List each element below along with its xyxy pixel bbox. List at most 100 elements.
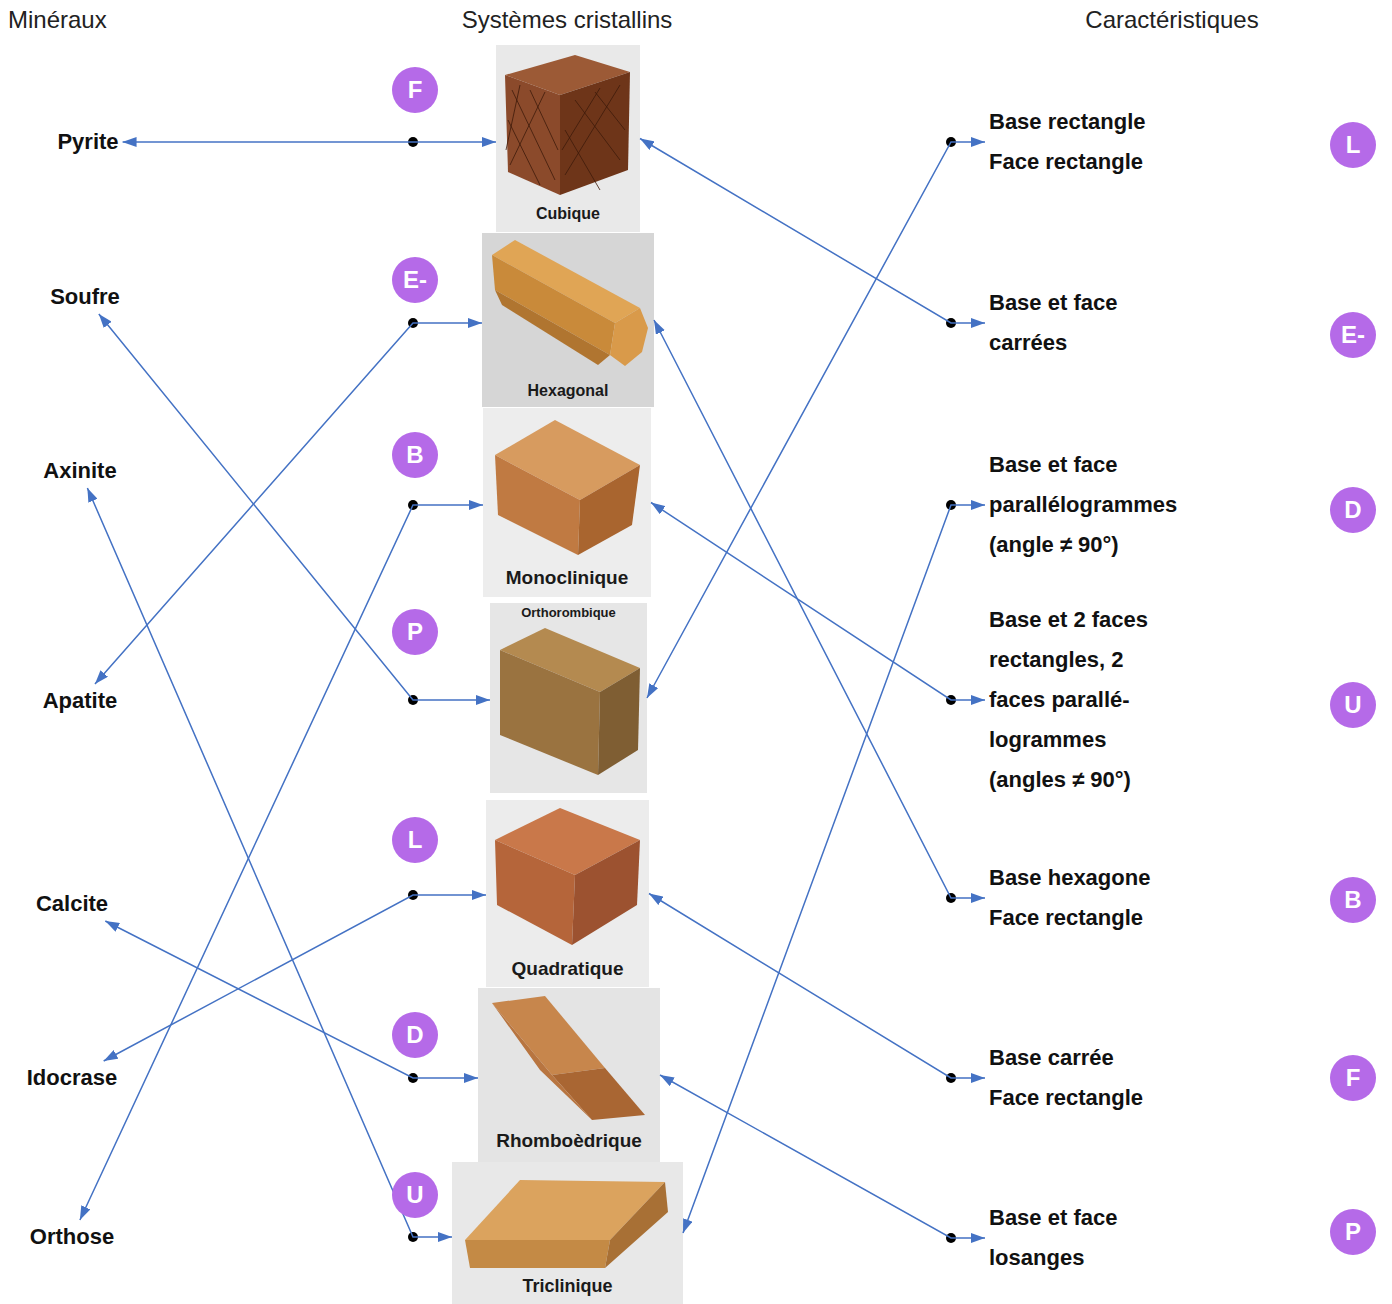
- mineral-name: Apatite: [39, 684, 122, 718]
- block-face: [492, 996, 605, 1075]
- mineral-label: Pyrite: [57, 129, 118, 155]
- mineral-name: Axinite: [39, 454, 120, 488]
- system-caption: Quadratique: [512, 958, 624, 980]
- link-arrow: [654, 320, 985, 898]
- link-arrow: [123, 141, 496, 143]
- mineral-label: Axinite: [43, 458, 116, 484]
- mineral-label: Apatite: [43, 688, 118, 714]
- characteristic-text: Base et face carrées: [985, 279, 1158, 367]
- link-arrow: [105, 921, 478, 1078]
- system-caption: Triclinique: [522, 1276, 612, 1297]
- link-arrow: [683, 505, 985, 1233]
- link-arrow: [649, 894, 985, 1079]
- characteristic-text: Base carrée Face rectangle: [985, 1034, 1163, 1122]
- mineral-name: Idocrase: [23, 1061, 122, 1095]
- block-face: [578, 465, 640, 555]
- block-face: [495, 290, 610, 365]
- mineral-label: Idocrase: [27, 1065, 118, 1091]
- link-arrow: [660, 1075, 985, 1238]
- link-arrow: [647, 142, 985, 698]
- characteristic-text: Base et face parallélogrammes (angle ≠ 9…: [985, 441, 1193, 569]
- badge-letter: D: [406, 1023, 423, 1047]
- badge-letter: L: [408, 828, 423, 852]
- system-caption: Rhomboèdrique: [496, 1130, 642, 1152]
- link-arrow: [640, 139, 985, 324]
- badge-letter: P: [1345, 1220, 1361, 1244]
- letter-badge: U: [392, 1172, 438, 1218]
- photo-ground: [490, 603, 647, 793]
- badge-letter: L: [1346, 133, 1361, 157]
- crystal-system-photo: Rhomboèdrique: [478, 988, 660, 1162]
- badge-letter: B: [1344, 888, 1361, 912]
- photo-ground: [478, 988, 660, 1162]
- letter-badge: D: [1330, 487, 1376, 533]
- block-face: [495, 455, 580, 555]
- system-caption: Orthorombique: [521, 606, 616, 621]
- badge-letter: B: [406, 443, 423, 467]
- badge-letter: F: [408, 78, 423, 102]
- link-arrow: [651, 503, 985, 701]
- photo-ground: [496, 45, 640, 232]
- link-arrow: [80, 505, 483, 1220]
- letter-badge: U: [1330, 682, 1376, 728]
- link-arrow: [87, 488, 452, 1237]
- characteristic-line: Base et face carrées: [989, 283, 1154, 363]
- badge-letter: E-: [1341, 323, 1365, 347]
- characteristic-text: Base hexagone Face rectangle: [985, 854, 1168, 942]
- block-face: [572, 840, 640, 945]
- crystal-system-photo: Cubique: [496, 45, 640, 232]
- system-caption: Hexagonal: [528, 382, 609, 400]
- block-face: [465, 1240, 610, 1268]
- characteristic-text: Base et face losanges: [985, 1194, 1158, 1282]
- link-arrow: [99, 314, 490, 700]
- photo-ground: [483, 408, 651, 597]
- mineral-name: Orthose: [26, 1220, 118, 1254]
- system-caption: Monoclinique: [506, 567, 628, 589]
- letter-badge: D: [392, 1012, 438, 1058]
- column-header: Systèmes cristallins: [462, 4, 673, 36]
- badge-letter: U: [1344, 693, 1361, 717]
- characteristic-line: Base et face losanges: [989, 1198, 1154, 1278]
- link-arrow: [95, 323, 482, 684]
- column-header: Caractéristiques: [1085, 4, 1258, 36]
- letter-badge: B: [1330, 877, 1376, 923]
- link-arrow: [104, 895, 486, 1061]
- characteristic-line: Base et 2 faces rectangles, 2 faces para…: [989, 600, 1161, 800]
- hatch-lines: [506, 85, 625, 190]
- block-face: [605, 1182, 668, 1268]
- badge-letter: E-: [403, 268, 427, 292]
- crystal-system-photo: Orthorombique: [490, 603, 647, 793]
- crystal-system-photo: Triclinique: [452, 1162, 683, 1304]
- letter-badge: E-: [392, 257, 438, 303]
- letter-badge: E-: [1330, 312, 1376, 358]
- characteristic-line: Base carrée Face rectangle: [989, 1038, 1159, 1118]
- column-header: Minéraux: [8, 4, 107, 36]
- block-face: [610, 308, 648, 366]
- crystal-system-photo: Monoclinique: [483, 408, 651, 597]
- letter-badge: L: [1330, 122, 1376, 168]
- mineral-label: Orthose: [30, 1224, 114, 1250]
- letter-badge: F: [392, 67, 438, 113]
- mineral-label: Soufre: [50, 284, 120, 310]
- crystal-system-photo: Quadratique: [486, 800, 649, 987]
- block-face: [560, 72, 630, 195]
- characteristic-line: Base rectangle Face rectangle: [989, 102, 1164, 182]
- badge-letter: P: [407, 620, 423, 644]
- block-face: [492, 1003, 592, 1120]
- mineral-name: Soufre: [46, 280, 124, 314]
- mineral-name: Pyrite: [53, 125, 122, 159]
- characteristic-line: Base et face parallélogrammes (angle ≠ 9…: [989, 445, 1189, 565]
- badge-letter: U: [406, 1183, 423, 1207]
- photo-ground: [486, 800, 649, 987]
- characteristic-text: Base et 2 faces rectangles, 2 faces para…: [985, 596, 1165, 804]
- badge-letter: D: [1344, 498, 1361, 522]
- letter-badge: P: [1330, 1209, 1376, 1255]
- block-face: [598, 668, 640, 775]
- system-caption: Cubique: [536, 205, 600, 223]
- crystal-system-photo: Hexagonal: [482, 233, 654, 407]
- mineral-label: Calcite: [36, 891, 108, 917]
- block-face: [495, 840, 575, 945]
- characteristic-text: Base rectangle Face rectangle: [985, 98, 1168, 186]
